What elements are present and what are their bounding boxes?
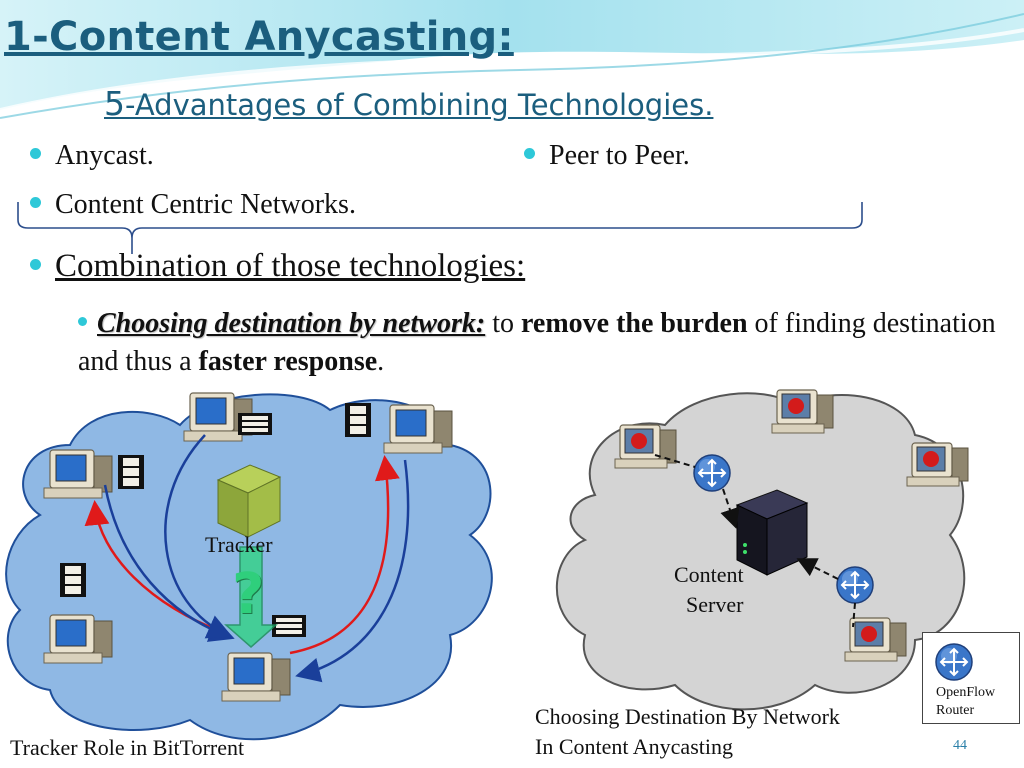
legend-box (922, 632, 1020, 724)
bullet-dot (30, 258, 41, 270)
slide-subtitle: 5-Advantages of Combining Technologies. (104, 84, 713, 123)
content-server-label-line1: Content (674, 562, 744, 587)
openflow-router-icon (693, 454, 731, 492)
header-background (0, 0, 1024, 119)
slide-title: 1-Content Anycasting: (4, 14, 514, 60)
peer-computer-icon (221, 652, 291, 702)
legend-label-line2: Router (936, 703, 975, 718)
bullet-anycast-text: Anycast. (55, 140, 154, 171)
bullet-ccn: Content Centric Networks. (30, 189, 356, 221)
bullet-dot (30, 148, 41, 160)
dashed-route-arrow (720, 488, 740, 529)
sub-bullet-text: of finding destination and thus a (78, 308, 996, 377)
bullet-dot (524, 148, 535, 160)
tracker-server-icon (216, 464, 282, 538)
tracker-query-arrow (224, 546, 278, 648)
client-computer-icon (771, 389, 834, 434)
content-server-label-line2: Server (686, 592, 744, 617)
bullet-dot (30, 197, 41, 209)
client-computer-icon (906, 442, 969, 487)
curly-brace (17, 202, 863, 254)
sub-bullet-text: to (485, 308, 521, 339)
sub-bullet-choosing-destination: Choosing destination by network: to remo… (78, 305, 1008, 381)
red-flow-arrow (289, 455, 400, 655)
sub-bullet-heading: Choosing destination by network: (97, 308, 486, 339)
blue-flow-arrow (164, 434, 233, 639)
legend-router-icon (935, 643, 973, 681)
dashed-route-arrow (852, 602, 856, 628)
sub-bullet-emphasis-faster: faster response (198, 346, 378, 377)
tracker-label: Tracker (205, 532, 273, 557)
content-server-icon (735, 489, 809, 576)
openflow-router-icon (836, 566, 874, 604)
bullet-combination-text: Combination of those technologies: (55, 248, 526, 284)
bullet-combination: Combination of those technologies: (30, 248, 525, 285)
dashed-route-arrow (796, 558, 839, 580)
content-file-icon (345, 403, 371, 437)
left-diagram-caption: Tracker Role in BitTorrent (10, 735, 245, 760)
page-number: 44 (953, 738, 967, 753)
sub-bullet-text: . (377, 346, 385, 377)
content-file-icon (118, 455, 144, 489)
client-computer-icon (614, 424, 677, 469)
content-anycasting-diagram (555, 389, 969, 711)
content-file-icon (272, 615, 306, 637)
bullet-peer-to-peer-text: Peer to Peer. (549, 140, 690, 171)
question-mark: ? (232, 562, 265, 627)
bullet-peer-to-peer: Peer to Peer. (524, 140, 690, 172)
bullet-anycast: Anycast. (30, 140, 154, 172)
bullet-ccn-text: Content Centric Networks. (55, 189, 356, 220)
bullet-dot (78, 317, 87, 327)
peer-computer-icon (383, 404, 453, 454)
subtitle-text: -Advantages of Combining Technologies. (125, 88, 714, 122)
dashed-route-arrow (654, 454, 696, 468)
peer-computer-icon (43, 614, 113, 664)
blue-flow-arrow (295, 459, 410, 683)
bittorrent-diagram (5, 392, 493, 741)
content-file-icon (238, 413, 272, 435)
legend-label-line1: OpenFlow (936, 685, 996, 700)
sub-bullet-emphasis-burden: remove the burden (520, 308, 748, 339)
right-diagram-caption-line2: In Content Anycasting (535, 734, 733, 759)
content-file-icon (60, 563, 86, 597)
right-diagram-caption-line1: Choosing Destination By Network (535, 704, 840, 729)
subtitle-number: 5 (104, 84, 125, 123)
peer-computer-icon (43, 449, 113, 499)
